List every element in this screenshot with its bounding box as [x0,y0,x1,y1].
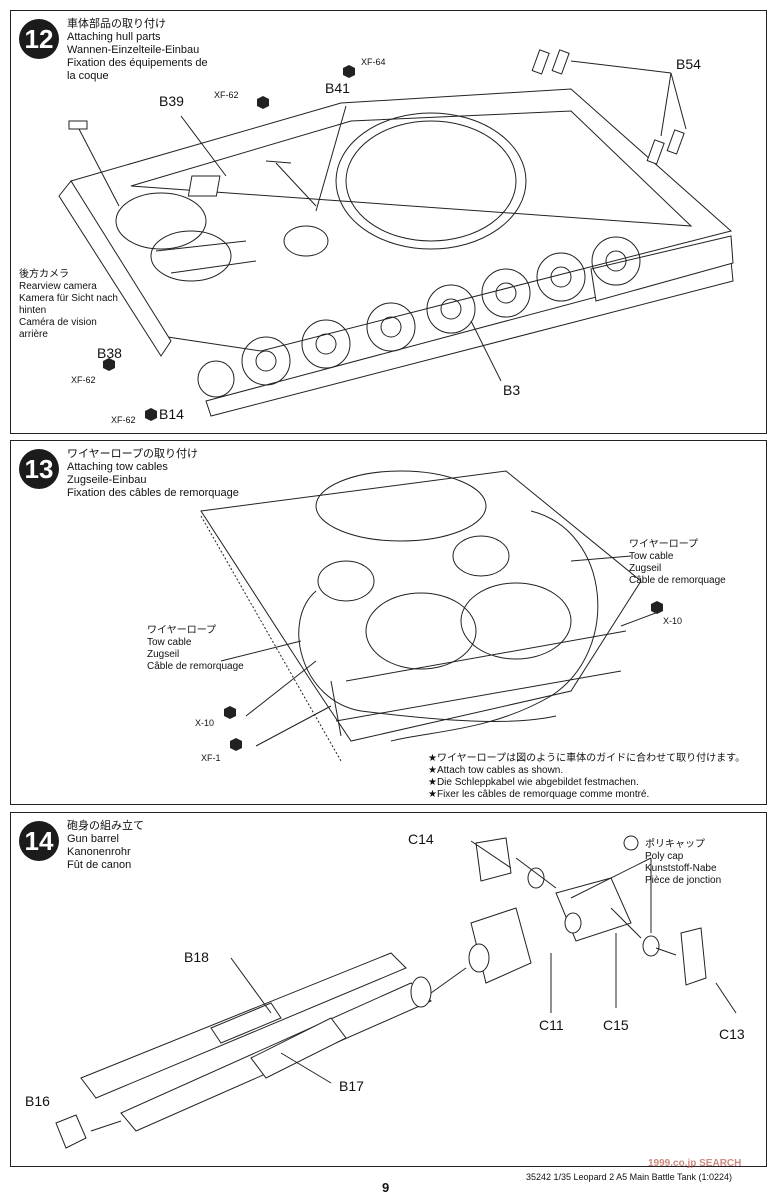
title-de: Wannen-Einzelteile-Einbau [67,44,200,56]
part-b17: B17 [339,1078,364,1094]
title-ja: 車体部品の取り付け [67,18,166,30]
part-b3: B3 [503,382,521,398]
tow-cable-right-label: ワイヤーロープ Tow cable Zugseil Câble de remor… [629,539,726,586]
part-b14: B14 [159,406,184,422]
gun-barrel-drawing [55,835,737,1149]
part-b16: B16 [25,1093,50,1109]
tow-cable-left-label: ワイヤーロープ Tow cable Zugseil Câble de remor… [147,625,244,672]
paint-x10-right: X-10 [663,616,683,626]
paint-xf62-c: XF-62 [111,415,136,425]
product-code: 35242 1/35 Leopard 2 A5 Main Battle Tank… [526,1172,732,1182]
paint-xf62-b: XF-62 [71,375,96,385]
part-c14: C14 [408,831,434,847]
step-13-panel: 13 ワイヤーロープの取り付け Attaching tow cables Zug… [10,440,767,805]
paint-xf62-a: XF-62 [214,90,239,100]
step-number-12: 12 [19,19,59,59]
step-number-14: 14 [19,821,59,861]
step-14-title: 砲身の組み立て Gun barrel Kanonenrohr Fût de ca… [67,820,144,871]
step-12-panel: 12 車体部品の取り付け Attaching hull parts Wannen… [10,10,767,434]
paint-xf64: XF-64 [361,57,386,67]
part-b54: B54 [676,56,701,72]
part-b38: B38 [97,345,122,361]
title-en: Attaching hull parts [67,31,161,43]
part-b39: B39 [159,93,184,109]
page-number: 9 [382,1180,390,1195]
watermark: 1999.co.jp SEARCH [648,1158,742,1169]
paint-xf1: XF-1 [201,753,221,763]
part-c15: C15 [603,1017,629,1033]
step-14-panel: 14 砲身の組み立て Gun barrel Kanonenrohr Fût de… [10,812,767,1167]
step-13-notes: ★ワイヤーロープは図のように車体のガイドに合わせて取り付けます。 ★Attach… [428,753,746,800]
part-b18: B18 [184,949,209,965]
tow-cable-drawing [200,470,663,762]
part-b41: B41 [325,80,350,96]
paint-x10-left: X-10 [195,718,215,728]
step-12-title: 車体部品の取り付け Attaching hull parts Wannen-Ei… [67,18,208,83]
title-fr: Fixation des équipements de [67,57,208,69]
part-c11: C11 [539,1017,564,1033]
poly-cap-label: ポリキャップ Poly cap Kunststoff-Nabe Pièce de… [645,839,722,886]
step-number-13: 13 [19,449,59,489]
rearview-camera-label: 後方カメラ Rearview camera Kamera für Sicht n… [19,269,118,340]
title-fr-2: la coque [67,70,109,82]
hull-drawing [58,49,734,421]
step-13-title: ワイヤーロープの取り付け Attaching tow cables Zugsei… [67,448,239,499]
part-c13: C13 [719,1026,745,1042]
